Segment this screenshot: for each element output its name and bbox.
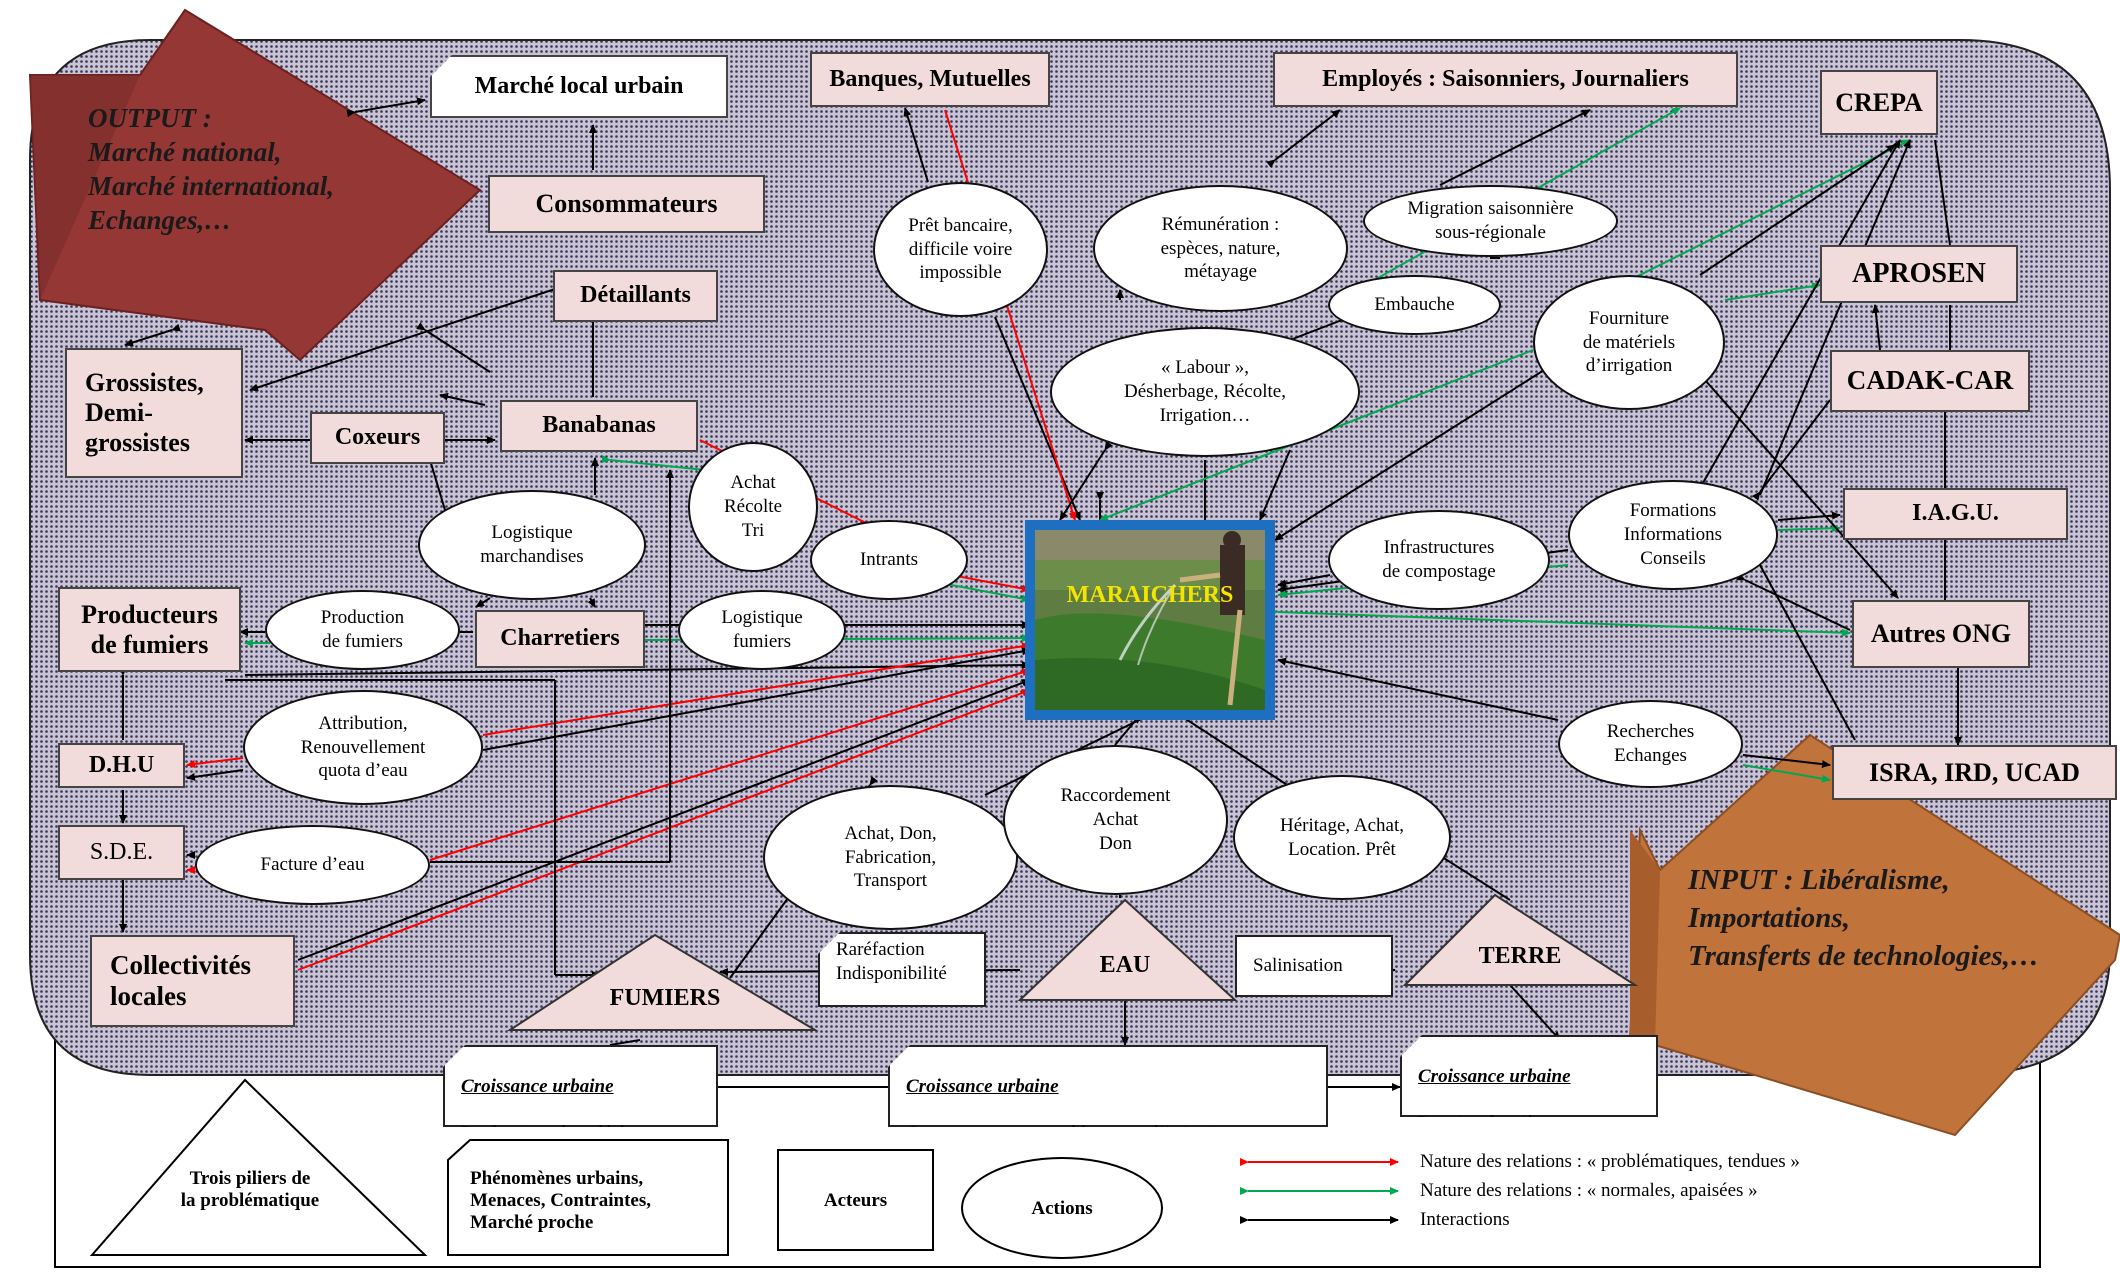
connector-interaction-9 — [124, 323, 181, 347]
connector-interaction-3 — [249, 287, 559, 392]
connector-tense-27 — [482, 642, 1031, 736]
output-arrow — [28, 8, 482, 362]
legend-action-shape — [961, 1157, 1163, 1259]
connector-interaction-55 — [1274, 359, 1561, 541]
connector-interaction-30 — [186, 769, 244, 781]
connector-interaction-28 — [482, 647, 1031, 751]
connector-interaction-71 — [1277, 657, 1559, 721]
connector-interaction-89 — [1509, 984, 1561, 1041]
connector-interaction-41 — [903, 107, 929, 183]
connector-tense-35 — [297, 689, 1031, 971]
connector-interaction-59 — [1277, 574, 1331, 588]
connector-interaction-67 — [1696, 371, 1899, 599]
connector-interaction-44 — [1266, 109, 1341, 169]
legend-actor-shape — [777, 1149, 934, 1251]
connector-normal-68 — [1269, 607, 1851, 637]
connector-interaction-34 — [297, 679, 1031, 961]
connector-interaction-58 — [1699, 144, 1896, 276]
legend-triangle — [89, 1078, 428, 1256]
connector-interaction-47 — [1439, 109, 1591, 186]
connector-interaction-51 — [1259, 449, 1291, 521]
connector-normal-73 — [1742, 764, 1831, 783]
terre-triangle — [1402, 893, 1639, 986]
connector-normal-56 — [1724, 282, 1821, 301]
fumiers-triangle — [506, 933, 819, 1031]
connector-tense-29 — [186, 757, 244, 768]
maraichers-photo — [1025, 520, 1275, 720]
connector-normal-57 — [1619, 139, 1911, 286]
connector-interaction-0 — [346, 97, 426, 118]
connector-interaction-75 — [1934, 139, 1951, 246]
connector-interaction-79 — [1871, 304, 1881, 351]
legend-phenomenon-shape — [447, 1139, 729, 1256]
eau-triangle — [1017, 898, 1238, 1001]
connector-interaction-92 — [609, 1039, 641, 1046]
connector-interaction-70 — [1752, 556, 1856, 741]
connector-interaction-6 — [416, 322, 491, 373]
connector-interaction-72 — [1742, 754, 1831, 769]
connector-tense-31 — [429, 668, 1031, 861]
connector-interaction-5 — [439, 392, 486, 406]
connector-interaction-52 — [1059, 441, 1113, 521]
